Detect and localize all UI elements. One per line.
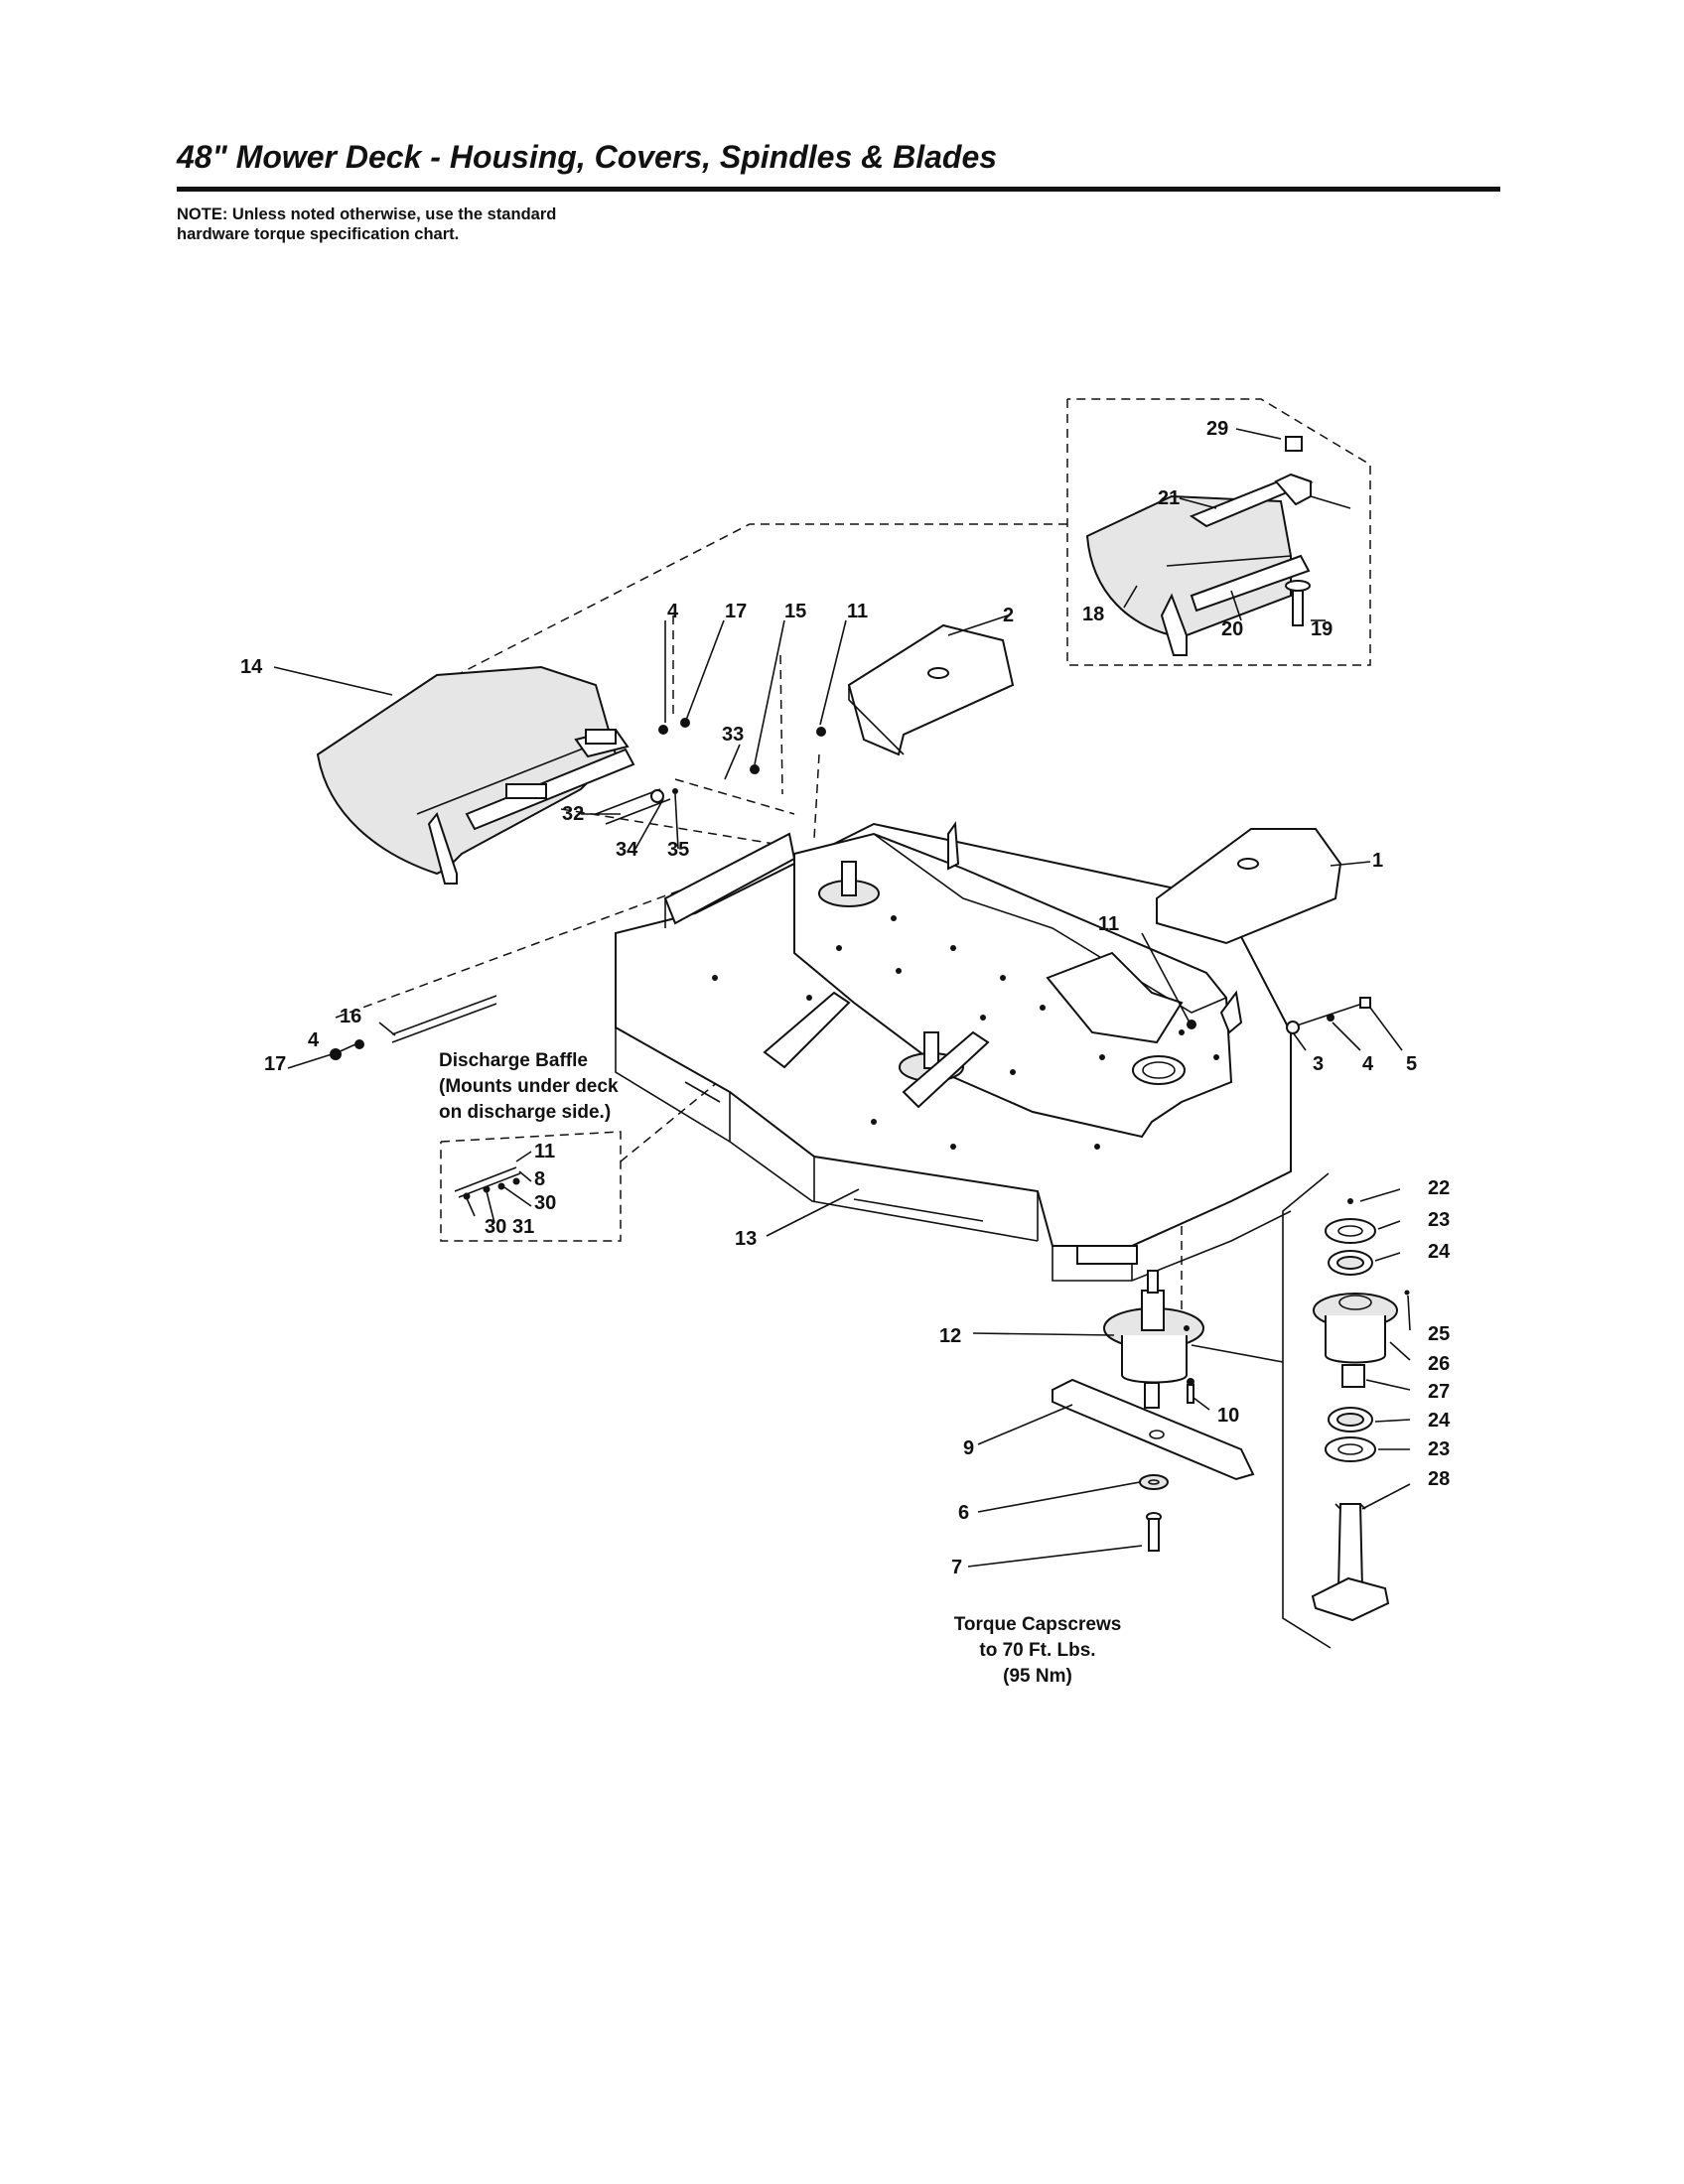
callout-30-right: 30 [534, 1192, 556, 1214]
callout-16: 16 [340, 1006, 361, 1027]
callout-20: 20 [1221, 618, 1243, 640]
callout-30-left: 30 [485, 1216, 506, 1238]
callout-22: 22 [1428, 1177, 1450, 1199]
callout-15: 15 [784, 601, 806, 622]
deck-holes [712, 915, 1219, 1150]
mower-blade [1052, 1378, 1255, 1481]
callout-34: 34 [616, 839, 638, 861]
torque-caption-line1: Torque Capscrews [954, 1614, 1122, 1635]
callout-4-right: 4 [1362, 1053, 1374, 1075]
callout-32: 32 [562, 803, 584, 825]
callout-19: 19 [1311, 618, 1333, 640]
callout-13: 13 [735, 1228, 757, 1250]
leader-lines [273, 428, 1411, 1568]
callout-33: 33 [722, 724, 744, 746]
mower-deck-housing [615, 821, 1292, 1282]
callout-18: 18 [1082, 604, 1104, 625]
callout-10: 10 [1217, 1405, 1239, 1427]
callout-31: 31 [512, 1216, 534, 1238]
hardware-dots [658, 718, 1196, 1029]
callout-26: 26 [1428, 1353, 1450, 1375]
discharge-rod [330, 995, 497, 1060]
callout-29: 29 [1206, 418, 1228, 440]
callout-labels: 14 4 17 15 11 2 33 32 34 35 1 11 3 4 5 1… [240, 418, 1451, 1578]
callout-7: 7 [951, 1557, 962, 1578]
callout-17-top: 17 [725, 601, 747, 622]
belt-cover-left [847, 623, 1015, 756]
callout-24-bottom: 24 [1428, 1410, 1451, 1432]
callout-11-right: 11 [1098, 913, 1119, 935]
callout-35: 35 [667, 839, 689, 861]
callout-23-bottom: 23 [1428, 1438, 1450, 1460]
callout-5: 5 [1406, 1053, 1417, 1075]
callout-27: 27 [1428, 1381, 1450, 1403]
discharge-baffle-caption-line1: Discharge Baffle [439, 1050, 588, 1071]
page-title: 48" Mower Deck - Housing, Covers, Spindl… [177, 139, 998, 175]
discharge-baffle-caption-line3: on discharge side.) [439, 1102, 611, 1123]
callout-25: 25 [1428, 1323, 1450, 1345]
chute-deflector [316, 665, 635, 885]
callout-17-left: 17 [264, 1053, 286, 1075]
callout-12: 12 [939, 1325, 961, 1347]
callout-11-top: 11 [847, 601, 868, 622]
spindle-assembly [1103, 1270, 1204, 1409]
callout-14: 14 [240, 656, 263, 678]
spindle-exploded-group [1191, 1172, 1410, 1649]
discharge-baffle-box [440, 1131, 622, 1242]
chute-deflector-detail [1085, 436, 1351, 656]
side-bolt-hardware [1286, 997, 1371, 1034]
callout-23-top: 23 [1428, 1209, 1450, 1231]
blade-washer [1139, 1474, 1169, 1490]
callout-2: 2 [1003, 605, 1014, 626]
spindle-bolt [1187, 1378, 1194, 1404]
callout-28: 28 [1428, 1468, 1450, 1490]
callout-3: 3 [1313, 1053, 1324, 1075]
discharge-baffle-caption: Discharge Baffle (Mounts under deck on d… [439, 1050, 619, 1123]
title-rule [177, 187, 1500, 192]
chute-detail-box [456, 398, 1371, 676]
callout-21: 21 [1158, 487, 1180, 509]
torque-caption-line2: to 70 Ft. Lbs. [979, 1640, 1095, 1661]
note-text: NOTE: Unless noted otherwise, use the st… [177, 205, 557, 243]
callout-1: 1 [1372, 850, 1383, 872]
pivot-rod [595, 788, 678, 825]
callout-9: 9 [963, 1437, 974, 1459]
belt-cover-right [1156, 828, 1342, 945]
torque-caption-line3: (95 Nm) [1003, 1666, 1072, 1687]
callout-11-baffle: 11 [534, 1141, 555, 1162]
torque-caption: Torque Capscrews to 70 Ft. Lbs. (95 Nm) [954, 1614, 1122, 1687]
blade-capscrew [1146, 1512, 1162, 1552]
callout-24-top: 24 [1428, 1241, 1451, 1263]
callout-6: 6 [958, 1502, 969, 1524]
callout-4-top: 4 [667, 601, 679, 622]
discharge-baffle-caption-line2: (Mounts under deck [439, 1076, 619, 1097]
callout-8: 8 [534, 1168, 545, 1190]
callout-4-left: 4 [308, 1029, 320, 1051]
